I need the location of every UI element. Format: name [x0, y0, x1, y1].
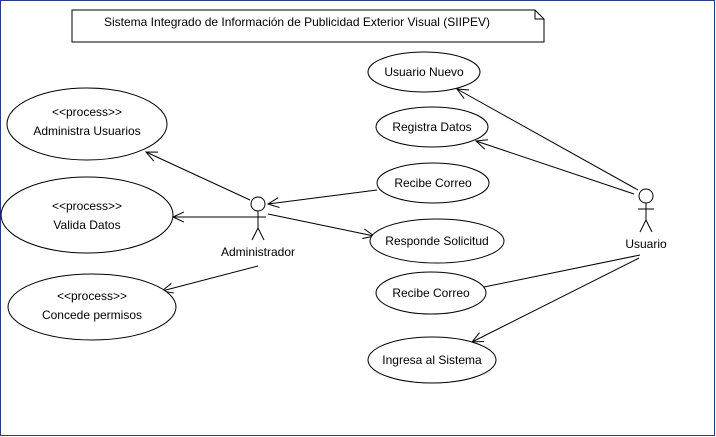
use-case-label: Registra Datos: [392, 120, 471, 134]
assoc-usuario-registra-datos: [476, 141, 635, 195]
assoc-recibe-correo-admin: [268, 189, 378, 204]
use-case-label: Recibe Correo: [392, 286, 470, 300]
assoc-usuario-recibe-correo: [483, 254, 641, 288]
use-case-label: Recibe Correo: [394, 176, 472, 190]
stereotype-label: <<process>>: [57, 289, 127, 303]
use-case-label: Concede permisos: [42, 308, 142, 322]
use-case-label: Valida Datos: [53, 218, 120, 232]
use-case-label: Usuario Nuevo: [384, 65, 464, 79]
use-case-recibe-correo-admin: Recibe Correo: [376, 162, 490, 204]
actor-administrador: Administrador: [221, 196, 295, 259]
actor-usuario: Usuario: [625, 188, 667, 251]
title-note: Sistema Integrado de Información de Publ…: [71, 9, 545, 43]
assoc-admin-concede-permisos: [162, 265, 259, 291]
use-case-administra-usuarios: <<process>> Administra Usuarios: [6, 87, 168, 161]
assoc-usuario-ingresa-sistema: [472, 257, 640, 342]
use-case-label: Ingresa al Sistema: [382, 353, 482, 367]
use-case-usuario-nuevo: Usuario Nuevo: [367, 51, 481, 93]
actor-label: Administrador: [221, 245, 295, 259]
actor-head: [638, 188, 654, 204]
assoc-admin-administra-usuarios: [146, 152, 251, 201]
use-case-responde-solicitud: Responde Solicitud: [369, 218, 505, 264]
assoc-admin-responde-solicitud: [267, 213, 374, 236]
note-shape: [71, 9, 545, 43]
actor-label: Usuario: [625, 237, 667, 251]
use-case-label: Administra Usuarios: [33, 124, 140, 138]
note-fold: [534, 10, 544, 20]
use-case-valida-datos: <<process>> Valida Datos: [0, 176, 174, 254]
use-case-ingresa-sistema: Ingresa al Sistema: [367, 336, 497, 384]
use-case-label: Responde Solicitud: [385, 234, 488, 248]
use-case-registra-datos: Registra Datos: [375, 106, 489, 148]
stereotype-label: <<process>>: [52, 199, 122, 213]
associations: [146, 89, 641, 342]
use-case-concede-permisos: <<process>> Concede permisos: [7, 273, 177, 341]
assoc-usuario-usuario-nuevo: [457, 89, 639, 191]
diagram-title: Sistema Integrado de Información de Publ…: [104, 15, 490, 29]
stereotype-label: <<process>>: [52, 105, 122, 119]
actor-head: [250, 196, 266, 212]
use-case-recibe-correo-usuario: Recibe Correo: [375, 271, 487, 315]
